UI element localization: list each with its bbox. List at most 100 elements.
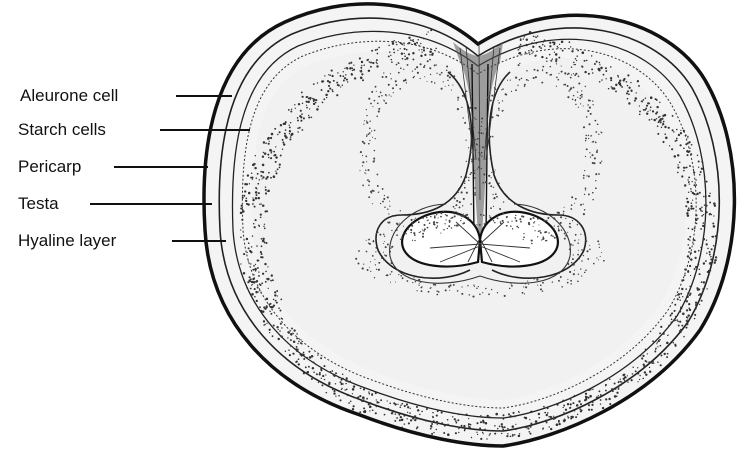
- stipple-dot: [636, 92, 637, 93]
- stipple-dot: [545, 231, 547, 233]
- stipple-dot: [464, 181, 465, 182]
- stipple-dot: [390, 73, 391, 74]
- stipple-dot: [549, 54, 551, 56]
- stipple-dot: [479, 145, 480, 146]
- stipple-dot: [556, 86, 557, 87]
- stipple-dot: [502, 414, 504, 416]
- stipple-dot: [478, 158, 479, 159]
- stipple-dot: [704, 184, 705, 185]
- stipple-dot: [406, 403, 408, 405]
- stipple-dot: [485, 128, 486, 129]
- stipple-dot: [378, 402, 380, 404]
- stipple-dot: [372, 240, 374, 242]
- stipple-dot: [580, 234, 581, 235]
- stipple-dot: [432, 412, 434, 414]
- stipple-dot: [386, 274, 388, 276]
- stipple-dot: [520, 221, 522, 223]
- stipple-dot: [417, 409, 419, 411]
- stipple-dot: [443, 211, 444, 212]
- stipple-dot: [567, 417, 569, 419]
- stipple-dot: [463, 213, 464, 214]
- stipple-dot: [529, 31, 532, 34]
- stipple-dot: [257, 267, 259, 269]
- stipple-dot: [578, 258, 580, 260]
- stipple-dot: [558, 420, 560, 422]
- stipple-dot: [650, 106, 652, 108]
- stipple-dot: [611, 388, 613, 390]
- stipple-dot: [527, 427, 529, 429]
- stipple-dot: [475, 107, 477, 109]
- stipple-dot: [342, 378, 344, 380]
- stipple-dot: [479, 159, 481, 161]
- stipple-dot: [279, 167, 281, 169]
- stipple-dot: [602, 407, 604, 409]
- stipple-dot: [326, 97, 327, 98]
- stipple-dot: [642, 378, 644, 380]
- stipple-dot: [289, 126, 291, 128]
- stipple-dot: [681, 325, 683, 327]
- stipple-dot: [632, 373, 634, 375]
- stipple-dot: [391, 230, 392, 231]
- stipple-dot: [346, 389, 348, 391]
- stipple-dot: [496, 114, 498, 116]
- stipple-dot: [532, 226, 533, 227]
- stipple-dot: [420, 43, 421, 44]
- stipple-dot: [686, 323, 688, 325]
- stipple-dot: [589, 152, 590, 153]
- stipple-dot: [254, 167, 256, 169]
- stipple-dot: [479, 154, 481, 156]
- stipple-dot: [477, 169, 478, 170]
- stipple-dot: [412, 52, 414, 54]
- stipple-dot: [697, 155, 698, 156]
- stipple-dot: [391, 262, 393, 264]
- stipple-dot: [408, 415, 409, 416]
- stipple-dot: [600, 399, 602, 401]
- stipple-dot: [497, 292, 498, 293]
- stipple-dot: [593, 263, 595, 265]
- stipple-dot: [270, 306, 272, 308]
- stipple-dot: [702, 222, 704, 224]
- stipple-dot: [457, 99, 458, 100]
- stipple-dot: [525, 52, 527, 54]
- stipple-dot: [417, 39, 419, 41]
- stipple-dot: [605, 385, 606, 386]
- stipple-dot: [374, 100, 376, 102]
- stipple-dot: [436, 227, 438, 229]
- stipple-dot: [658, 354, 659, 355]
- stipple-dot: [480, 415, 481, 416]
- stipple-dot: [715, 256, 717, 258]
- stipple-dot: [332, 389, 334, 391]
- stipple-dot: [498, 109, 500, 111]
- stipple-dot: [295, 108, 296, 109]
- stipple-dot: [598, 173, 600, 175]
- stipple-dot: [620, 378, 621, 379]
- stipple-dot: [306, 101, 307, 102]
- stipple-dot: [683, 130, 685, 132]
- stipple-dot: [635, 370, 637, 372]
- stipple-dot: [423, 224, 425, 226]
- stipple-dot: [383, 252, 384, 253]
- stipple-dot: [597, 123, 599, 125]
- stipple-dot: [510, 435, 512, 437]
- stipple-dot: [672, 130, 674, 132]
- stipple-dot: [363, 124, 364, 125]
- stipple-dot: [699, 269, 700, 270]
- stipple-dot: [268, 157, 270, 159]
- stipple-dot: [521, 78, 523, 80]
- stipple-dot: [338, 84, 340, 86]
- stipple-dot: [709, 269, 711, 271]
- stipple-dot: [371, 130, 372, 131]
- stipple-dot: [430, 428, 432, 430]
- stipple-dot: [482, 421, 484, 423]
- stipple-dot: [377, 174, 379, 176]
- stipple-dot: [686, 154, 688, 156]
- stipple-dot: [281, 335, 283, 337]
- stipple-dot: [468, 162, 470, 164]
- stipple-dot: [363, 411, 365, 413]
- stipple-dot: [570, 403, 572, 405]
- stipple-dot: [697, 218, 699, 220]
- stipple-dot: [548, 416, 550, 418]
- stipple-dot: [452, 85, 453, 86]
- stipple-dot: [502, 192, 503, 193]
- stipple-dot: [605, 398, 607, 400]
